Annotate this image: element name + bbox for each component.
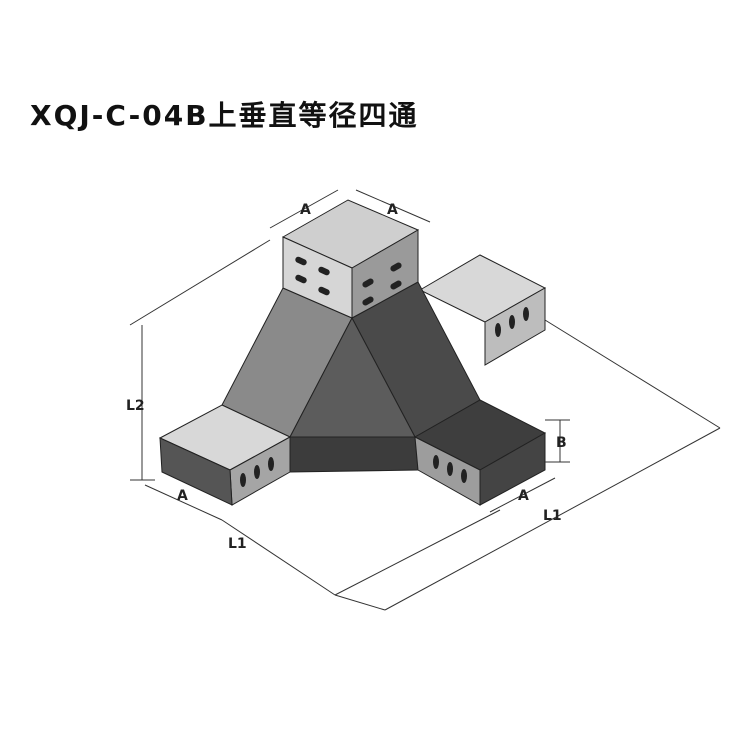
- top-box-right-face: [351, 229, 419, 319]
- dim-label-top-a-left: A: [300, 202, 311, 218]
- back-right-arm-front: [484, 287, 546, 366]
- dim-label-b: B: [556, 435, 567, 451]
- dim-label-right-l1: L1: [543, 508, 562, 524]
- dim-label-left-l1: L1: [228, 536, 247, 552]
- product-title: XQJ-C-04B上垂直等径四通: [30, 99, 419, 132]
- bottom-strip: [289, 436, 419, 473]
- dim-label-left-a: A: [177, 488, 188, 504]
- fitting-body: [158, 199, 547, 506]
- dim-label-l2: L2: [126, 398, 145, 414]
- dim-label-top-a-right: A: [387, 202, 398, 218]
- dim-label-right-a: A: [518, 488, 529, 504]
- left-arm-side: [159, 437, 233, 506]
- right-arm-side: [479, 432, 546, 506]
- slot-holes: [240, 256, 529, 487]
- dimension-lines: [129, 189, 721, 611]
